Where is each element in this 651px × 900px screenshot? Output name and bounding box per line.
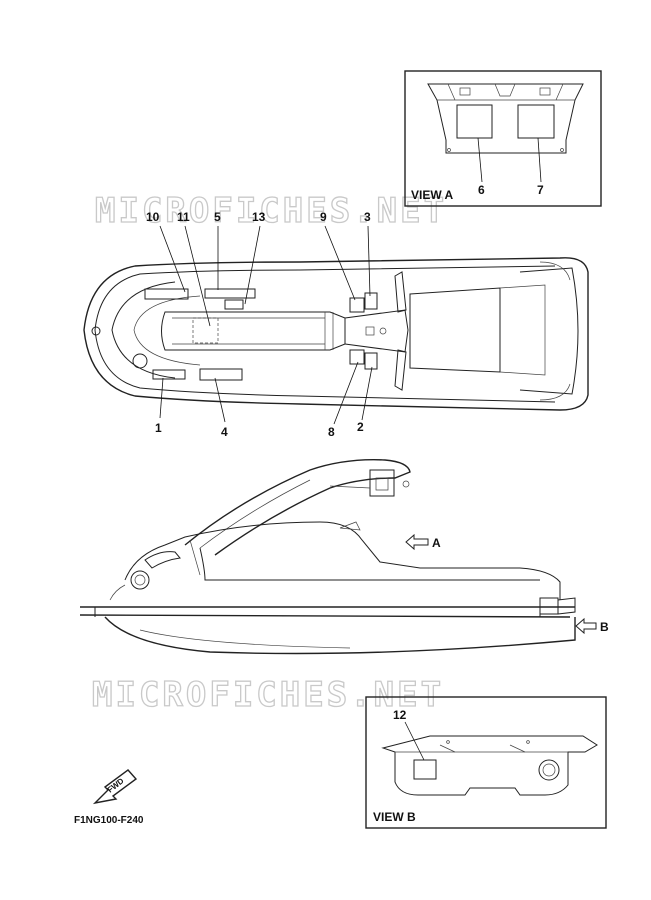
- callout-9: 9: [320, 210, 327, 224]
- fwd-label: FWD: [106, 776, 126, 794]
- label-10-plate: [144, 288, 189, 300]
- view-a-arrow: [405, 533, 429, 551]
- callout-1: 1: [155, 421, 162, 435]
- label-6-plate: [456, 104, 493, 139]
- grip-left: [349, 297, 365, 313]
- view-b-inset: 12 VIEW B: [365, 696, 607, 829]
- arrow-label-a: A: [432, 536, 441, 550]
- view-b-frame: [365, 696, 607, 829]
- callout-10: 10: [146, 210, 160, 224]
- callout-12: 12: [393, 708, 407, 722]
- callout-4: 4: [221, 425, 228, 439]
- watermark-top: MICROFICHES.NET: [95, 191, 447, 231]
- view-b-title: VIEW B: [373, 810, 416, 824]
- label-5-plate: [204, 288, 256, 299]
- label-13-plate: [224, 299, 244, 310]
- callout-13: 13: [252, 210, 266, 224]
- fwd-indicator: FWD: [92, 769, 138, 805]
- callout-11: 11: [177, 210, 190, 224]
- view-b-arrow: [575, 617, 597, 635]
- label-1-plate: [152, 369, 186, 380]
- view-a-frame: [404, 70, 602, 207]
- watermark-bottom: MICROFICHES.NET: [92, 675, 444, 715]
- arrow-label-b: B: [600, 620, 609, 634]
- callout-5: 5: [214, 210, 221, 224]
- view-a-inset: 6 7 VIEW A: [404, 70, 602, 207]
- steering-head: [369, 469, 395, 497]
- top-view-watercraft: 10 11 5 13 9 3 1 4 8 2: [83, 210, 589, 439]
- grip-right: [349, 349, 365, 365]
- callout-8: 8: [328, 425, 335, 439]
- callout-2: 2: [357, 420, 364, 434]
- figure-code: F1NG100-F240: [74, 815, 144, 826]
- callout-7: 7: [537, 183, 544, 197]
- label-7-plate: [517, 104, 555, 139]
- label-11-area: [192, 317, 219, 344]
- callout-6: 6: [478, 183, 485, 197]
- callout-3: 3: [364, 210, 371, 224]
- view-a-title: VIEW A: [411, 188, 454, 202]
- label-4-plate: [199, 368, 243, 381]
- label-12-plate: [413, 759, 437, 780]
- side-view-watercraft: A B: [79, 459, 609, 655]
